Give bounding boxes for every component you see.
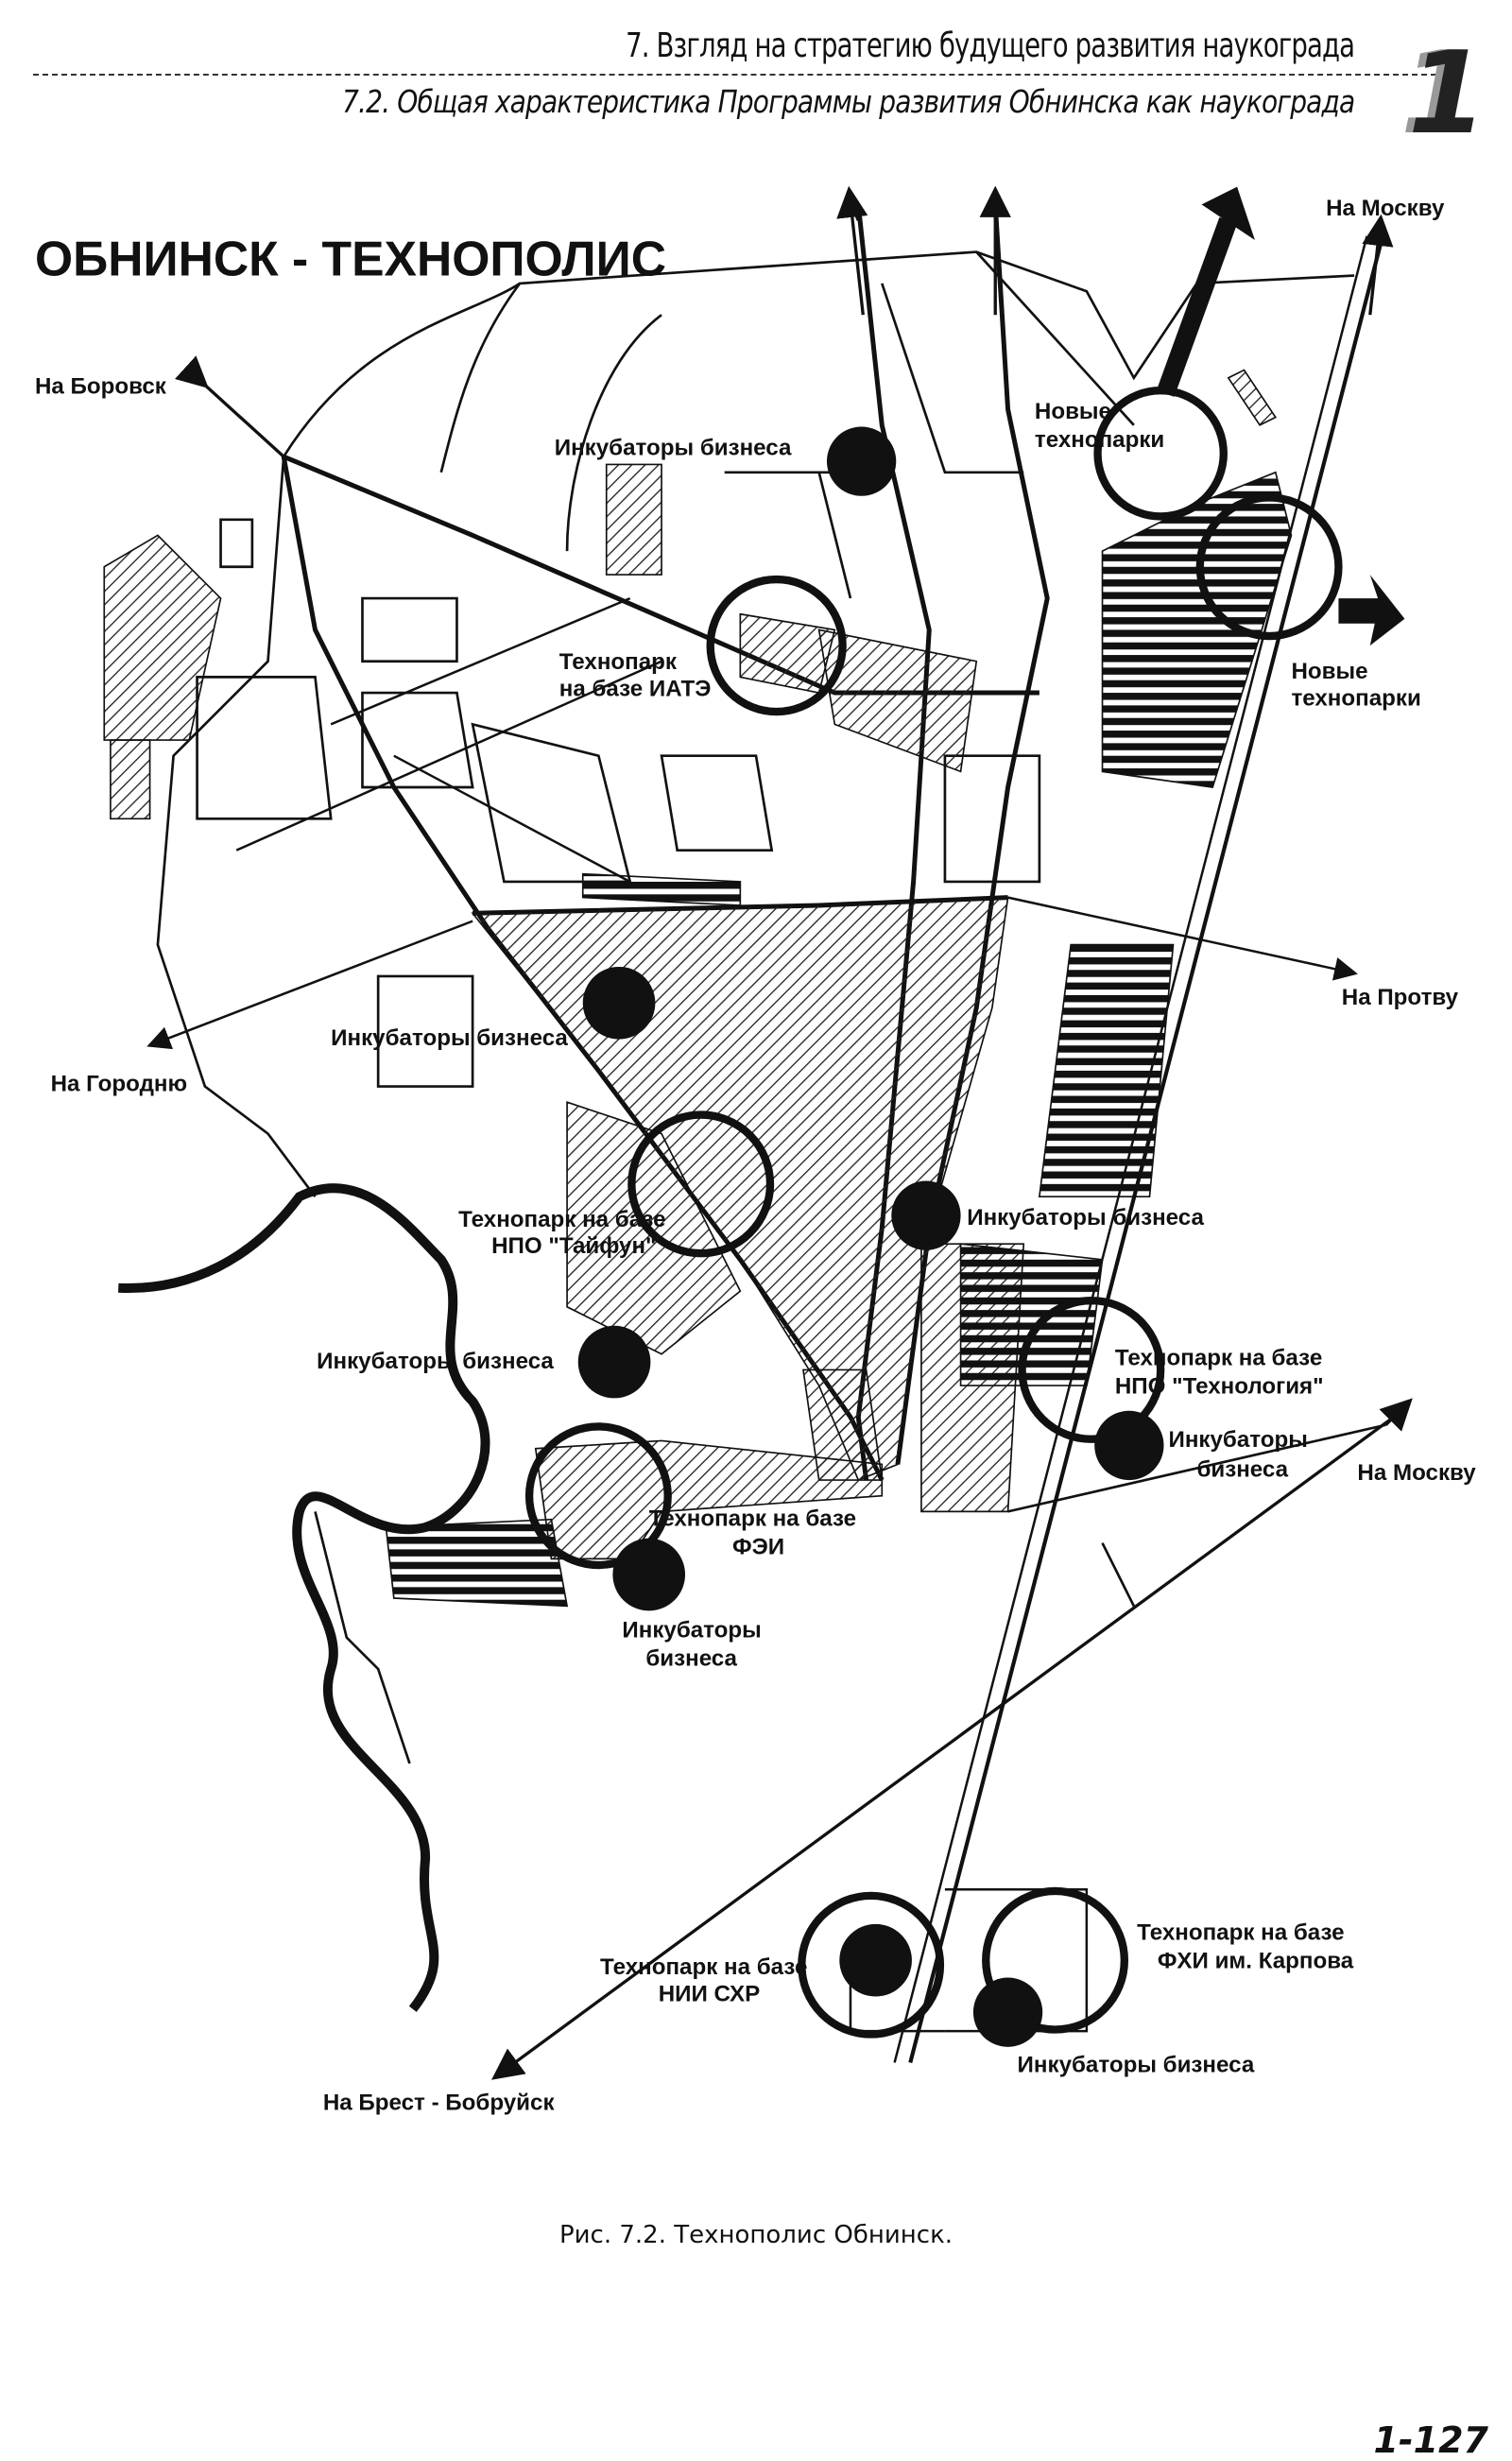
direction-moscow-bottom: На Москву [1357, 1460, 1476, 1486]
header-rule [33, 74, 1436, 76]
label-technopark-nii-skhr: НИИ СХР [659, 1982, 761, 2007]
incubator-dot [826, 426, 897, 496]
incubator-dot [972, 1977, 1043, 2047]
label-technopark-taifun: Технопарк на базе [458, 1207, 665, 1232]
incubator-dots [577, 426, 1164, 2047]
label-technopark-fkhi: Технопарк на базе [1137, 1920, 1344, 1946]
ring-taifun [627, 1110, 775, 1258]
label-technopark-taifun: НПО "Тайфун" [491, 1233, 656, 1259]
direction-gorodnya: На Городню [51, 1072, 188, 1097]
ring-new-technoparks-1 [1093, 387, 1228, 521]
label-incubators: Инкубаторы [1168, 1427, 1307, 1453]
map-title: ОБНИНСК - ТЕХНОПОЛИС [35, 232, 666, 286]
ring-tekhnologiya [1018, 1296, 1165, 1443]
incubator-dot [839, 1923, 912, 1997]
figure-caption: Рис. 7.2. Технополис Обнинск. [558, 2221, 954, 2249]
label-incubators: Инкубаторы бизнеса [317, 1349, 554, 1374]
label-incubators: бизнеса [645, 1646, 737, 1672]
ring-iate [706, 575, 847, 716]
label-new-technoparks: Новые [1291, 659, 1367, 684]
direction-protva: На Протву [1342, 985, 1459, 1010]
label-technopark-iate: на базе ИАТЭ [559, 676, 712, 701]
direction-moscow-top: На Москву [1326, 196, 1445, 221]
label-incubators: Инкубаторы бизнеса [331, 1025, 568, 1051]
label-incubators: бизнеса [1196, 1457, 1288, 1483]
label-new-technoparks: Новые [1035, 399, 1111, 424]
label-technopark-fei: ФЭИ [732, 1534, 784, 1559]
label-incubators: Инкубаторы бизнеса [967, 1205, 1204, 1230]
ring-fei [524, 1422, 672, 1570]
ring-new-technoparks-2 [1195, 493, 1343, 641]
chapter-mark: 1 [1408, 28, 1487, 160]
ring-fkhi [982, 1886, 1129, 2034]
label-technopark-iate: Технопарк [559, 649, 678, 675]
chapter-header: 7. Взгляд на стратегию будущего развития… [625, 26, 1355, 65]
technopark-rings [524, 387, 1343, 2039]
incubator-dot [891, 1180, 961, 1250]
direction-brest: На Брест - Бобруйск [323, 2090, 556, 2115]
label-incubators: Инкубаторы [622, 1618, 761, 1644]
label-new-technoparks: технопарки [1035, 427, 1164, 453]
incubator-dot [612, 1538, 686, 1611]
page-number: 1-127 [1373, 2419, 1488, 2461]
incubator-dot [1094, 1410, 1164, 1481]
label-incubators: Инкубаторы бизнеса [555, 435, 792, 460]
development-zones [103, 369, 1293, 1608]
direction-borovsk: На Боровск [35, 374, 167, 400]
ring-nii-skhr [798, 1891, 945, 2039]
section-header: 7.2. Общая характеристика Программы разв… [341, 83, 1355, 120]
incubator-dot [577, 1325, 651, 1399]
label-incubators: Инкубаторы бизнеса [1018, 2052, 1255, 2077]
label-technopark-fkhi: ФХИ им. Карпова [1158, 1949, 1354, 1974]
incubator-dot [582, 966, 656, 1040]
label-new-technoparks: технопарки [1291, 685, 1420, 711]
label-technopark-nii-skhr: Технопарк на базе [600, 1954, 807, 1980]
label-technopark-tekhnologiya: Технопарк на базе [1115, 1345, 1322, 1370]
label-technopark-tekhnologiya: НПО "Технология" [1115, 1373, 1324, 1399]
label-technopark-fei: Технопарк на базе [649, 1506, 856, 1531]
